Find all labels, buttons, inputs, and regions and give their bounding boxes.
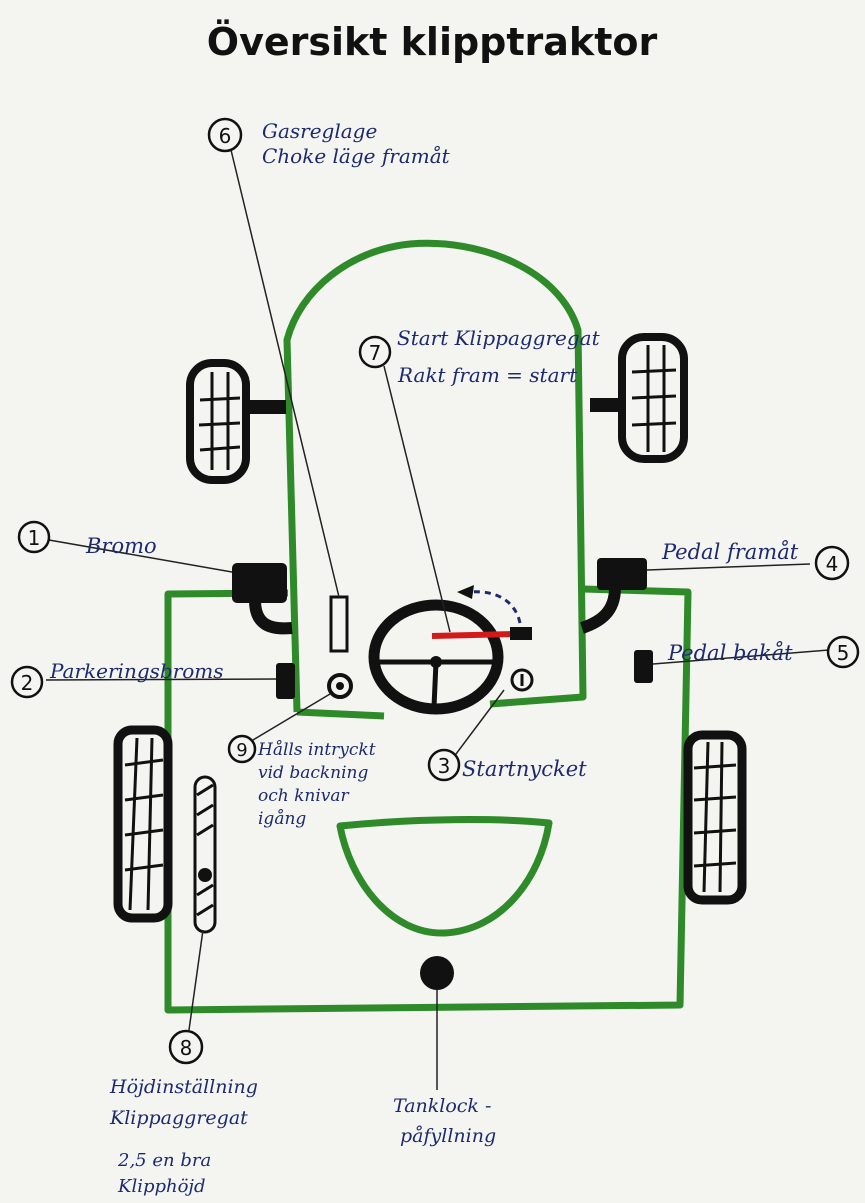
label-parking-brake: Parkeringsbroms — [49, 659, 224, 683]
svg-text:Rakt fram = start: Rakt fram = start — [397, 363, 578, 387]
tractor-body — [164, 239, 692, 1014]
dashboard-edge — [296, 708, 385, 720]
callout-8: 8 — [168, 1029, 204, 1065]
callout-9: 9 — [227, 734, 257, 764]
ignition-key — [510, 668, 534, 692]
svg-text:4: 4 — [826, 552, 839, 576]
svg-text:3: 3 — [438, 754, 451, 778]
svg-text:1: 1 — [28, 526, 41, 550]
svg-text:Klippaggregat: Klippaggregat — [109, 1107, 248, 1129]
label-height-adjust: Höjdinställning Klippaggregat 2,5 en bra… — [109, 1076, 258, 1197]
svg-text:8: 8 — [180, 1036, 193, 1060]
rear-left-wheel — [113, 725, 173, 923]
callout-5: 5 — [826, 635, 860, 669]
svg-text:2,5 en bra: 2,5 en bra — [117, 1150, 211, 1171]
throttle-lever — [329, 595, 349, 653]
callout-6: 6 — [207, 117, 243, 153]
brake-pedal — [232, 563, 293, 635]
svg-text:9: 9 — [236, 740, 247, 761]
label-brake: Bromo — [85, 534, 157, 558]
mower-engage-lever — [431, 585, 532, 640]
diagram-title: Översikt klipptraktor — [207, 20, 658, 64]
reverse-pedal — [634, 650, 653, 683]
label-throttle: Gasreglage Choke läge framåt — [262, 119, 451, 168]
fuel-cap — [420, 956, 454, 990]
svg-text:Start Klippaggregat: Start Klippaggregat — [397, 326, 601, 350]
label-ignition: Startnycket — [462, 757, 587, 781]
label-mower-start: Start Klippaggregat Rakt fram = start — [397, 326, 601, 387]
svg-text:Höjdinställning: Höjdinställning — [109, 1076, 258, 1098]
label-forward-pedal: Pedal framåt — [661, 540, 799, 564]
svg-text:5: 5 — [837, 641, 850, 665]
svg-text:Tanklock -: Tanklock - — [393, 1095, 491, 1117]
leader-lines — [45, 149, 830, 1090]
svg-text:2: 2 — [21, 671, 34, 695]
label-fuel-cap: Tanklock - påfyllning — [393, 1095, 496, 1147]
label-reverse-pedal: Pedal bakåt — [667, 641, 793, 665]
svg-text:Hålls intryckt: Hålls intryckt — [257, 740, 376, 760]
front-right-wheel — [590, 333, 688, 463]
front-left-wheel — [186, 359, 286, 484]
svg-text:Klipphöjd: Klipphöjd — [117, 1176, 206, 1197]
height-adjust-lever — [193, 775, 217, 934]
parking-brake-lever — [276, 663, 295, 699]
callout-7: 7 — [358, 335, 392, 369]
clutch-button — [327, 673, 353, 699]
svg-text:7: 7 — [369, 341, 382, 365]
seat-outline — [336, 816, 553, 937]
callout-1: 1 — [17, 520, 51, 554]
steering-wheel — [368, 599, 504, 715]
callout-4: 4 — [814, 545, 850, 581]
svg-text:påfyllning: påfyllning — [400, 1125, 496, 1147]
rear-right-wheel — [683, 730, 747, 905]
svg-text:igång: igång — [258, 809, 306, 829]
label-clutch-button: Hålls intryckt vid backning och knivar i… — [257, 740, 376, 829]
svg-text:vid backning: vid backning — [258, 763, 369, 783]
chassis-outline — [164, 585, 692, 1014]
forward-pedal — [579, 558, 647, 634]
callout-3: 3 — [427, 748, 461, 782]
svg-text:Gasreglage: Gasreglage — [262, 119, 377, 143]
svg-text:Choke läge framåt: Choke läge framåt — [262, 144, 451, 168]
svg-text:6: 6 — [219, 124, 232, 148]
hood-outline — [283, 239, 587, 713]
svg-text:och knivar: och knivar — [258, 786, 350, 806]
callout-2: 2 — [10, 665, 44, 699]
